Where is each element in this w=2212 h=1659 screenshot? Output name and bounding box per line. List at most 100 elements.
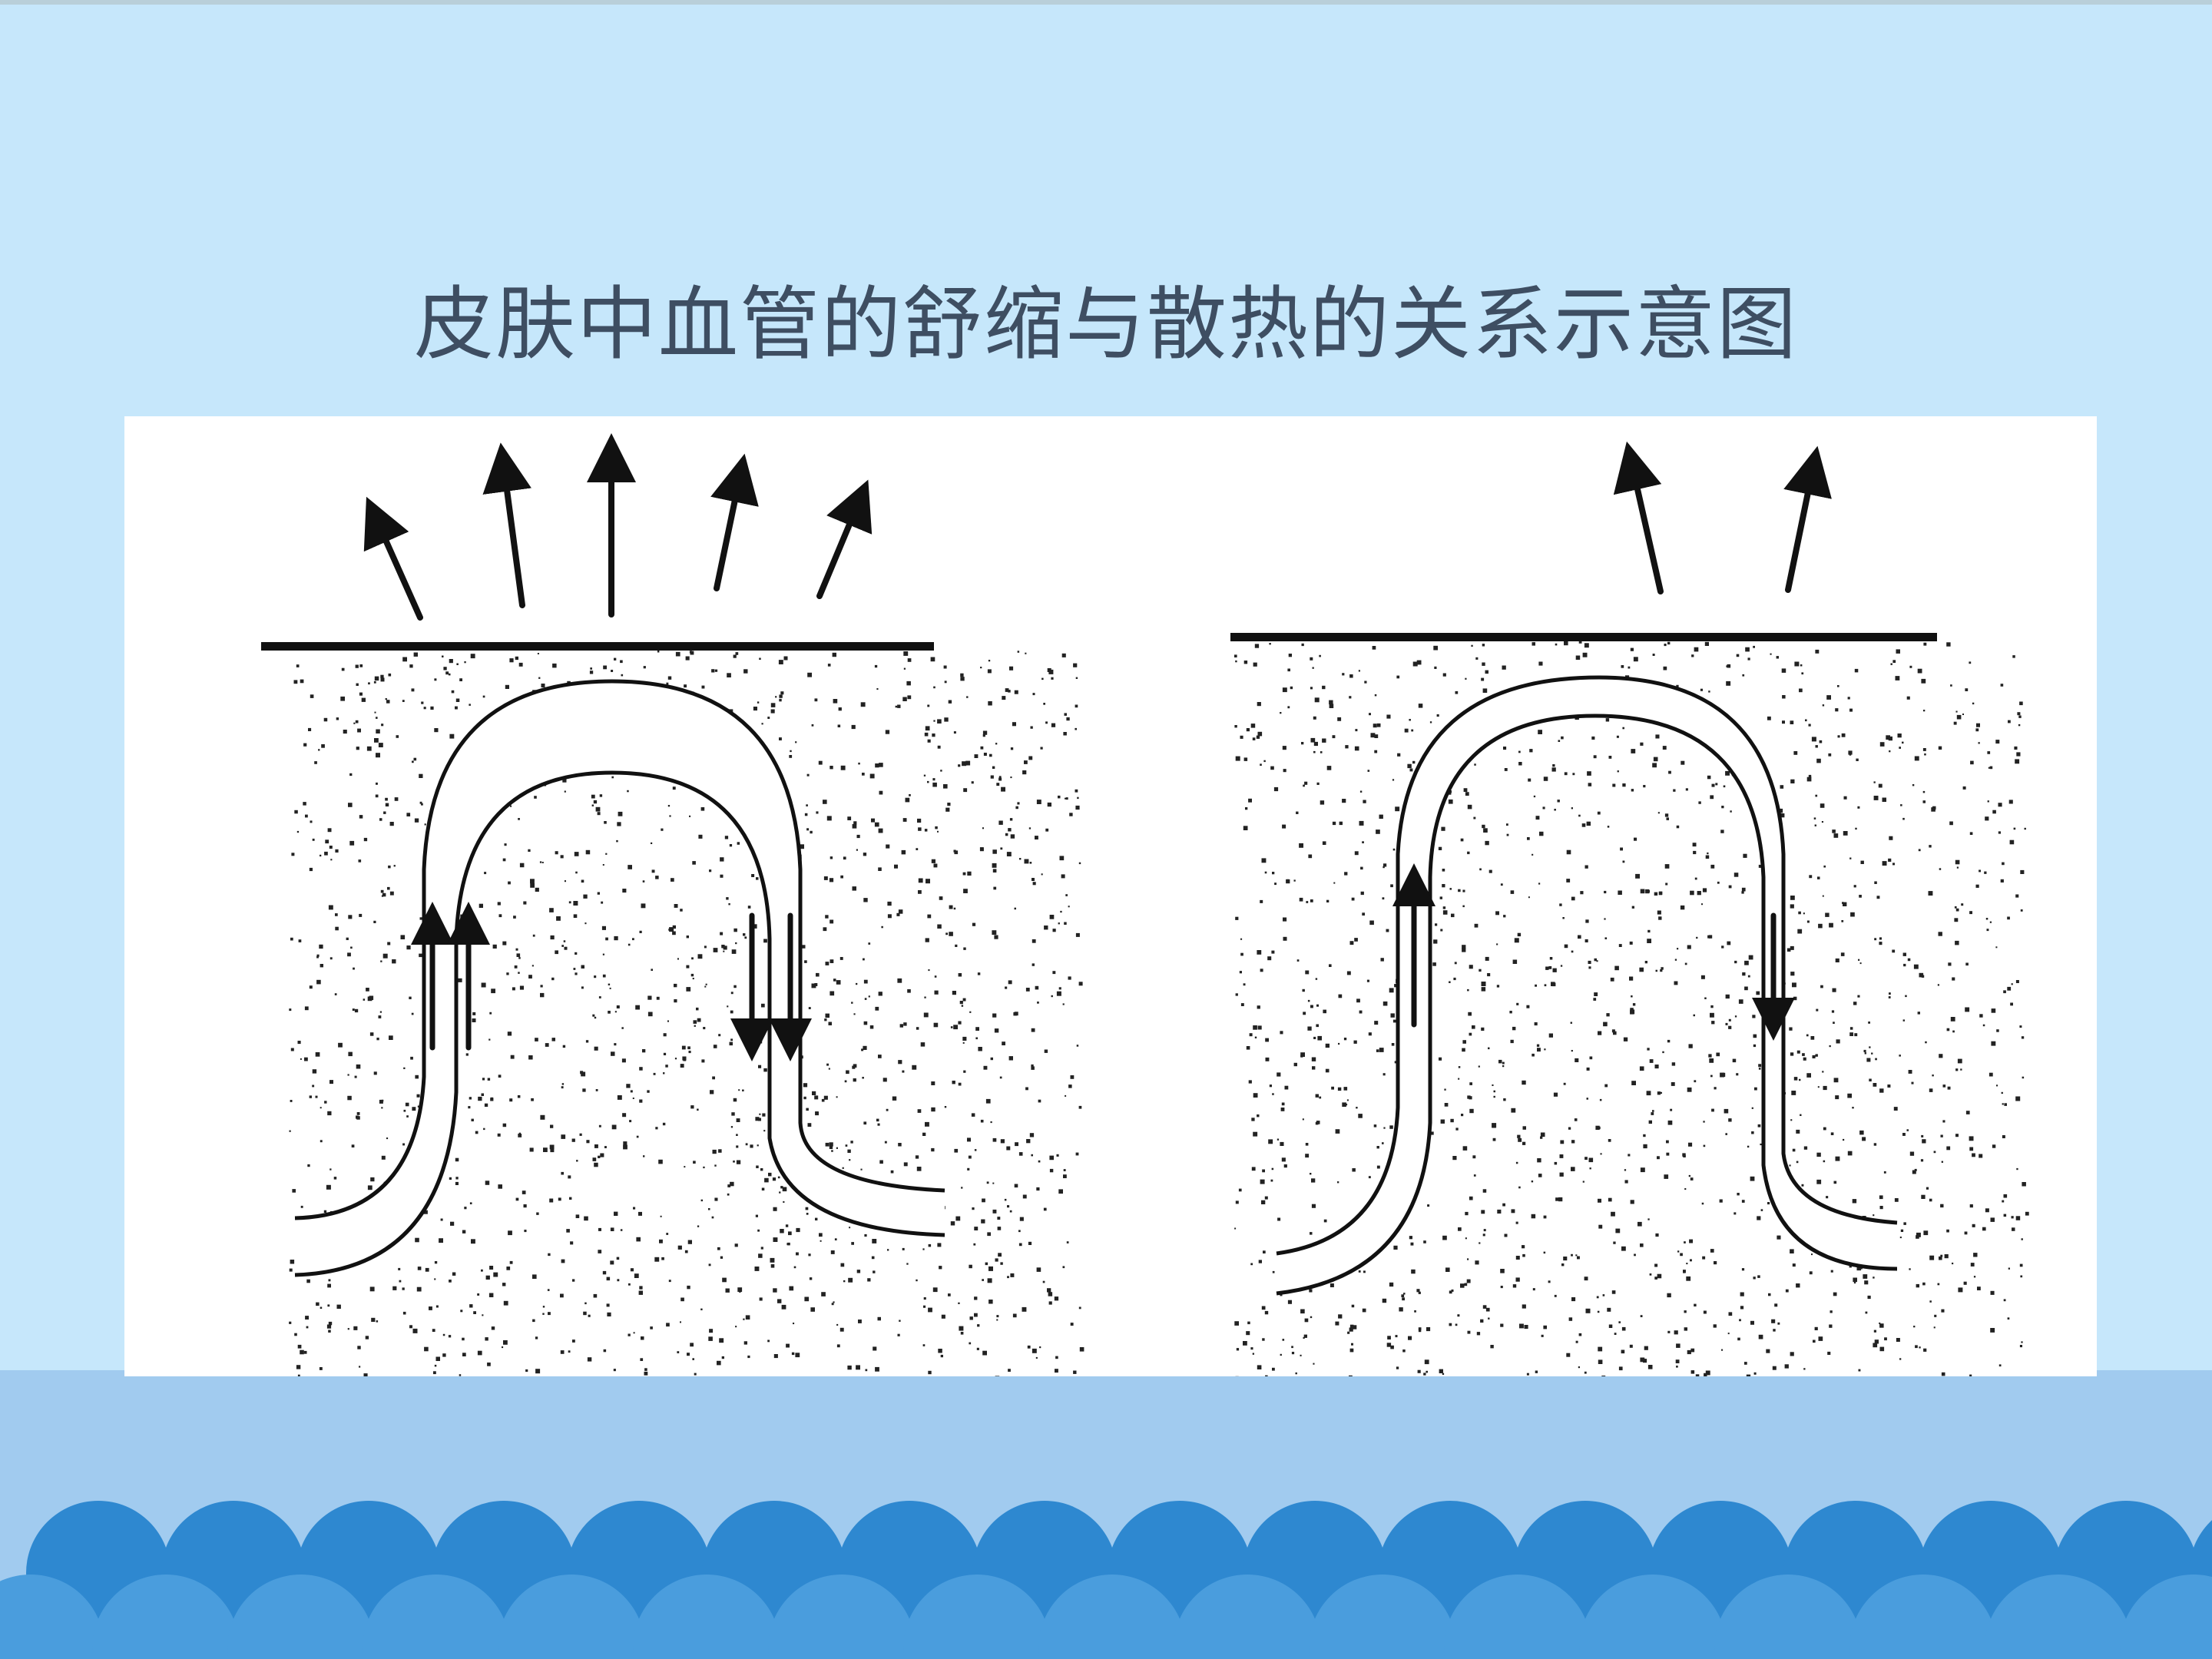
stipple-dot bbox=[568, 1350, 571, 1353]
stipple-dot bbox=[1767, 1202, 1770, 1205]
stipple-dot bbox=[1793, 751, 1798, 755]
stipple-dot bbox=[1879, 1322, 1881, 1324]
stipple-dot bbox=[583, 1311, 587, 1316]
stipple-dot bbox=[1014, 907, 1016, 910]
stipple-dot bbox=[1320, 800, 1325, 805]
stipple-dot bbox=[1918, 849, 1921, 852]
stipple-dot bbox=[1815, 649, 1820, 654]
stipple-dot bbox=[1293, 1062, 1297, 1067]
stipple-dot bbox=[449, 659, 453, 664]
stipple-dot bbox=[1575, 1058, 1579, 1062]
stipple-dot bbox=[651, 842, 653, 844]
stipple-dot bbox=[320, 854, 322, 857]
stipple-dot bbox=[334, 993, 337, 995]
stipple-dot bbox=[1372, 646, 1376, 650]
stipple-dot bbox=[1853, 1002, 1857, 1005]
stipple-dot bbox=[1073, 663, 1078, 667]
stipple-dot bbox=[1938, 746, 1942, 750]
stipple-dot bbox=[1479, 868, 1482, 871]
stipple-dot bbox=[1604, 937, 1608, 939]
stipple-dot bbox=[1535, 984, 1537, 987]
stipple-dot bbox=[1442, 673, 1446, 677]
stipple-dot bbox=[1418, 704, 1423, 708]
stipple-dot bbox=[1534, 1022, 1538, 1026]
stipple-dot bbox=[1684, 1327, 1687, 1331]
wave-scallop bbox=[1579, 1575, 1727, 1659]
stipple-dot bbox=[879, 790, 883, 795]
stipple-dot bbox=[831, 1303, 834, 1306]
stipple-dot bbox=[628, 1283, 631, 1286]
stipple-dot bbox=[899, 1320, 901, 1322]
stipple-dot bbox=[1566, 849, 1571, 855]
stipple-dot bbox=[1903, 963, 1906, 967]
stipple-dot bbox=[478, 903, 483, 908]
stipple-dot bbox=[802, 945, 806, 949]
stipple-dot bbox=[897, 1333, 900, 1336]
stipple-dot bbox=[1829, 1324, 1833, 1328]
heat-arrows-right bbox=[1613, 441, 1832, 594]
stipple-dot bbox=[1688, 1174, 1690, 1177]
heat-arrows-left bbox=[363, 433, 873, 621]
stipple-dot bbox=[1941, 1372, 1945, 1376]
stipple-dot bbox=[575, 1214, 580, 1218]
stipple-dot bbox=[714, 1164, 717, 1167]
stipple-dot bbox=[816, 811, 819, 814]
stipple-dot bbox=[783, 1200, 785, 1203]
stipple-dot bbox=[586, 1140, 590, 1144]
stipple-dot bbox=[1649, 1273, 1652, 1276]
stipple-dot bbox=[1510, 890, 1515, 894]
stipple-dot bbox=[630, 1268, 634, 1272]
stipple-dot bbox=[918, 827, 922, 831]
stipple-dot bbox=[878, 1055, 882, 1058]
stipple-dot bbox=[1822, 704, 1825, 707]
stipple-dot bbox=[1690, 1348, 1695, 1353]
stipple-dot bbox=[1740, 1292, 1744, 1296]
stipple-dot bbox=[1571, 1167, 1575, 1171]
stipple-dot bbox=[1598, 1126, 1601, 1130]
stipple-dot bbox=[1611, 1211, 1615, 1217]
stipple-dot bbox=[1684, 1188, 1687, 1190]
stipple-dot bbox=[1270, 766, 1274, 770]
stipple-dot bbox=[1280, 1031, 1283, 1035]
stipple-dot bbox=[1604, 918, 1606, 920]
stipple-dot bbox=[388, 865, 391, 869]
stipple-dot bbox=[1019, 858, 1022, 860]
stipple-dot bbox=[657, 651, 660, 653]
stipple-dot bbox=[1509, 1011, 1512, 1014]
stipple-dot bbox=[1310, 1232, 1313, 1235]
stipple-dot bbox=[542, 1306, 545, 1308]
stipple-dot bbox=[1439, 1057, 1442, 1061]
stipple-dot bbox=[693, 1161, 696, 1164]
stipple-dot bbox=[1965, 1007, 1970, 1012]
stipple-dot bbox=[727, 673, 731, 677]
stipple-dot bbox=[1747, 975, 1750, 978]
stipple-dot bbox=[1688, 1142, 1693, 1147]
stipple-dot bbox=[862, 773, 865, 776]
stipple-dot bbox=[1283, 917, 1287, 922]
stipple-dot bbox=[928, 1370, 932, 1375]
stipple-dot bbox=[927, 780, 929, 783]
stipple-dot bbox=[1496, 943, 1498, 945]
stipple-dot bbox=[1682, 1153, 1686, 1157]
stipple-dot bbox=[720, 874, 724, 878]
stipple-dot bbox=[1631, 995, 1633, 998]
stipple-dot bbox=[1555, 643, 1558, 646]
stipple-dot bbox=[1618, 1366, 1623, 1371]
stipple-dot bbox=[1364, 680, 1367, 684]
stipple-dot bbox=[1291, 1352, 1295, 1355]
stipple-dot bbox=[958, 764, 961, 767]
stipple-dot bbox=[1065, 797, 1066, 800]
stipple-dot bbox=[1462, 945, 1466, 949]
stipple-dot bbox=[361, 697, 366, 702]
stipple-dot bbox=[1367, 770, 1370, 772]
stipple-dot bbox=[1544, 1048, 1546, 1051]
stipple-dot bbox=[2011, 983, 2013, 985]
stipple-dot bbox=[1383, 1127, 1386, 1129]
stipple-dot bbox=[1633, 657, 1638, 662]
stipple-dot bbox=[1653, 757, 1658, 762]
stipple-dot bbox=[1537, 1048, 1541, 1052]
stipple-dot bbox=[875, 763, 879, 768]
stipple-dot bbox=[1351, 897, 1355, 901]
stipple-dot bbox=[616, 1005, 620, 1008]
stipple-dot bbox=[2020, 869, 2025, 874]
